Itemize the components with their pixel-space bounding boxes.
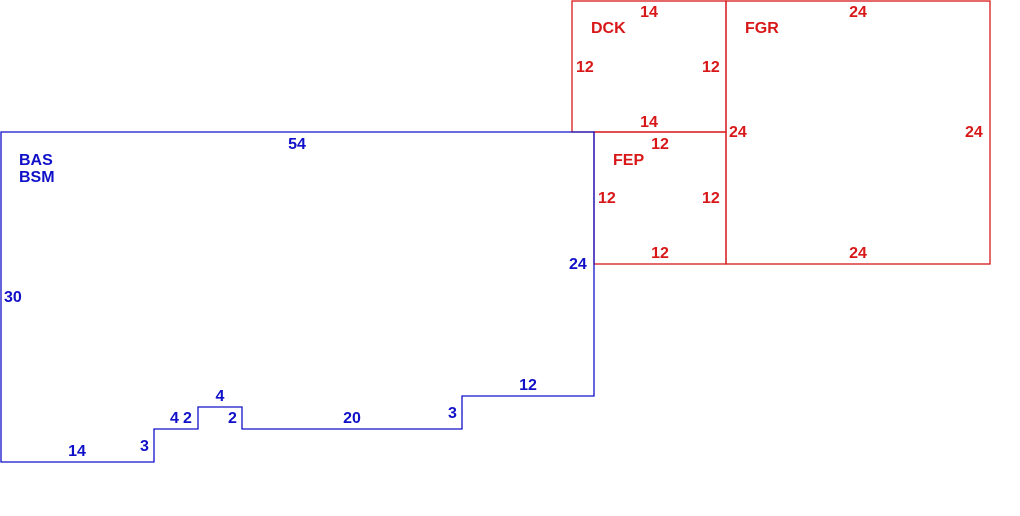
- bas-20-dimension: 20: [343, 410, 361, 427]
- fep-left-dimension: 12: [598, 190, 616, 207]
- fgr-label: FGR: [745, 20, 779, 37]
- fgr-right-dimension: 24: [965, 124, 983, 141]
- bas-label: BAS: [19, 152, 53, 169]
- fgr-left-dimension: 24: [729, 124, 747, 141]
- dck-top-dimension: 14: [640, 4, 658, 21]
- dck-bottom-dimension: 14: [640, 114, 658, 131]
- bas-left-dimension: 30: [4, 289, 22, 306]
- fgr-bottom-dimension: 24: [849, 245, 867, 262]
- bas-12-dimension: 12: [519, 377, 537, 394]
- bsm-label: BSM: [19, 169, 55, 186]
- dck-label: DCK: [591, 20, 626, 37]
- bas-right-dimension: 24: [569, 256, 587, 273]
- dck-right-dimension: 12: [702, 59, 720, 76]
- dck-left-dimension: 12: [576, 59, 594, 76]
- bas-step-3b-dimension: 3: [448, 405, 457, 422]
- bas-outline: [0, 131, 595, 463]
- fep-right-dimension: 12: [702, 190, 720, 207]
- bas-top-dimension: 54: [288, 136, 306, 153]
- fgr-top-dimension: 24: [849, 4, 867, 21]
- fep-label: FEP: [613, 152, 644, 169]
- bas-4a-dimension: 4: [170, 410, 179, 427]
- fep-bottom-dimension: 12: [651, 245, 669, 262]
- bas-step-3a-dimension: 3: [140, 438, 149, 455]
- bas-bottom-14-dimension: 14: [68, 443, 86, 460]
- fep-top-dimension: 12: [651, 136, 669, 153]
- bas-4b-dimension: 4: [216, 388, 225, 405]
- fgr-outline: [725, 0, 991, 265]
- bas-2a-dimension: 2: [183, 410, 192, 427]
- bas-2b-dimension: 2: [228, 410, 237, 427]
